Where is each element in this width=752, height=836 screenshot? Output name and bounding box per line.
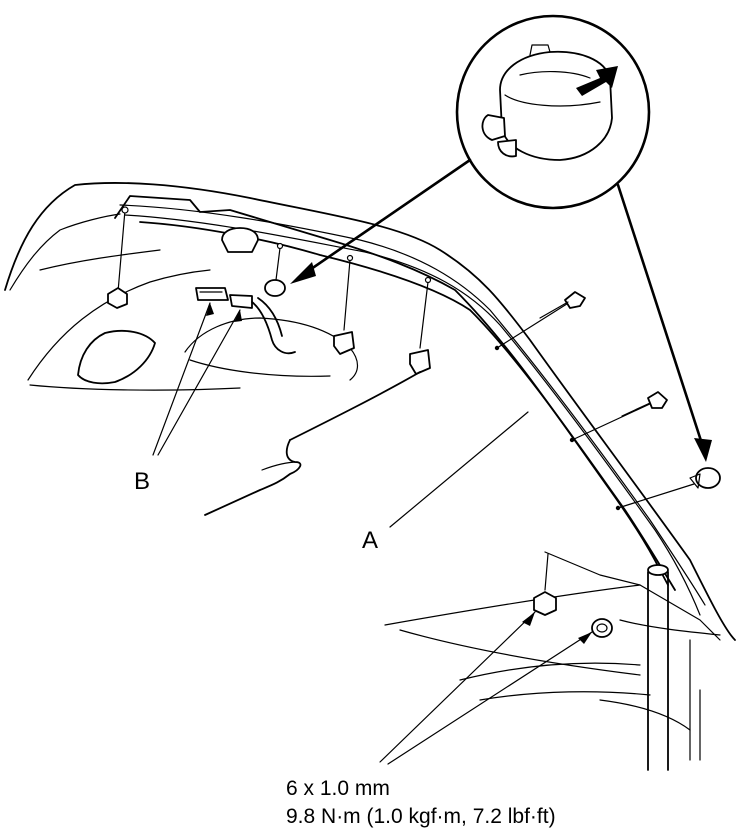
clip-center-small: [264, 242, 286, 297]
clip-top-center: [221, 227, 259, 253]
callout-b-leaders: [152, 302, 242, 456]
callout-b-label: B: [134, 468, 150, 495]
clip-center-right: [333, 254, 355, 355]
connector-b-2: [229, 294, 253, 309]
connector-b-1: [195, 287, 229, 301]
clip-detail-icon: [455, 14, 651, 210]
spec-leaders: [379, 611, 593, 765]
screw-top-left: [107, 206, 129, 309]
clip-holes: [494, 345, 621, 511]
bolt-lower-left: [533, 553, 557, 616]
arrow-icon: [290, 158, 712, 462]
callout-a-label: A: [362, 527, 378, 554]
clip-center-far: [409, 276, 432, 375]
fastener-size-label: 6 x 1.0 mm: [286, 777, 390, 800]
screw-middle-right: [571, 391, 668, 441]
tailgate-body: [4, 182, 736, 771]
clip-lower-center: [591, 618, 613, 638]
hand-icon: [204, 371, 421, 516]
wire-harness: [251, 297, 296, 355]
clip-lower-right: [617, 467, 721, 509]
callout-a-leader: [389, 411, 529, 528]
torque-spec-label: 9.8 N·m (1.0 kgf·m, 7.2 lbf·ft): [286, 805, 556, 828]
screw-upper-right: [496, 291, 586, 349]
